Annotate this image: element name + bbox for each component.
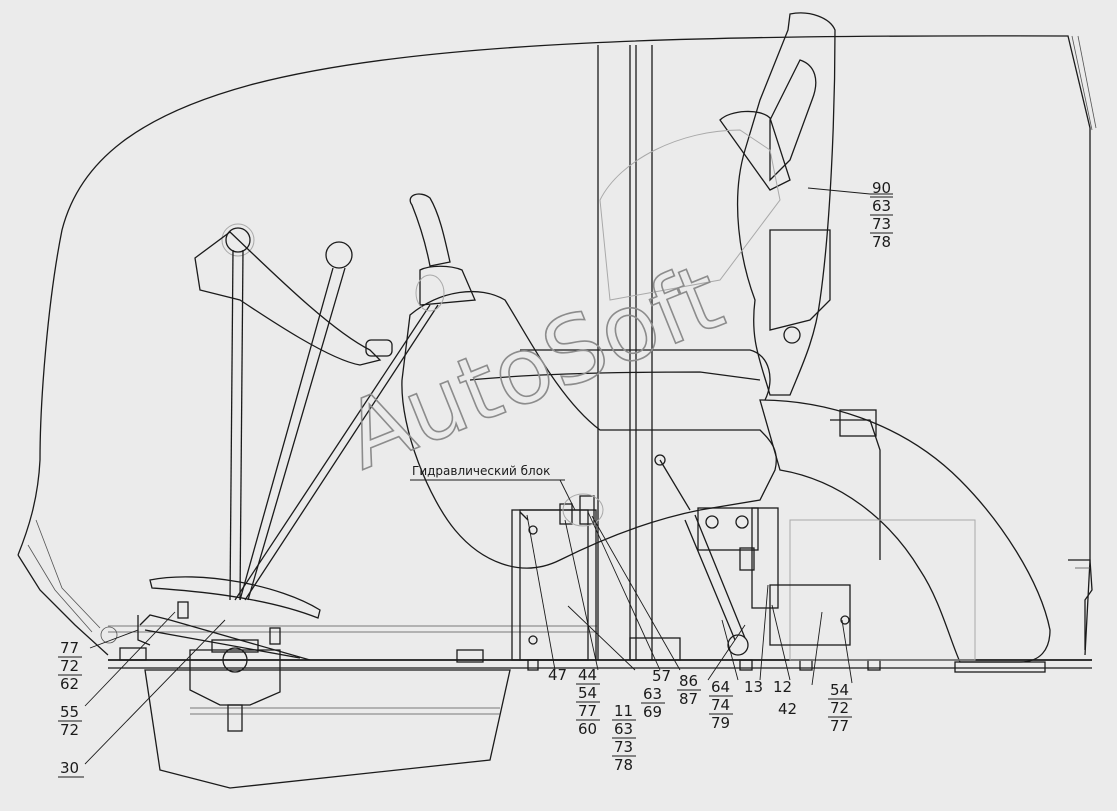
svg-text:11: 11 bbox=[614, 702, 633, 720]
svg-text:63: 63 bbox=[643, 685, 662, 703]
svg-text:78: 78 bbox=[872, 233, 891, 251]
seat bbox=[599, 12, 1051, 663]
svg-text:77: 77 bbox=[60, 639, 79, 657]
label-57: 57 bbox=[652, 667, 671, 685]
svg-text:63: 63 bbox=[614, 720, 633, 738]
svg-text:63: 63 bbox=[872, 197, 891, 215]
svg-text:77: 77 bbox=[578, 702, 597, 720]
svg-text:54: 54 bbox=[578, 684, 597, 702]
svg-text:69: 69 bbox=[643, 703, 662, 721]
svg-text:73: 73 bbox=[872, 215, 891, 233]
svg-text:77: 77 bbox=[830, 717, 849, 735]
label-13: 13 bbox=[744, 678, 763, 696]
svg-text:13: 13 bbox=[744, 678, 763, 696]
svg-text:30: 30 bbox=[60, 759, 79, 777]
svg-text:62: 62 bbox=[60, 675, 79, 693]
label-64-group: 64 74 79 bbox=[709, 678, 733, 732]
svg-text:54: 54 bbox=[830, 681, 849, 699]
label-47: 47 bbox=[548, 666, 567, 684]
svg-text:78: 78 bbox=[614, 756, 633, 774]
svg-text:79: 79 bbox=[711, 714, 730, 732]
svg-text:Гидравлический блок: Гидравлический блок bbox=[412, 464, 550, 478]
cab-pillars bbox=[597, 45, 653, 660]
svg-text:86: 86 bbox=[679, 672, 698, 690]
caption-hydraulic-block: Гидравлический блок bbox=[410, 464, 576, 511]
label-55-group: 55 72 bbox=[58, 703, 82, 739]
svg-text:47: 47 bbox=[548, 666, 567, 684]
label-86-group: 86 87 bbox=[677, 672, 701, 708]
label-54-group: 54 72 77 bbox=[828, 681, 852, 735]
svg-text:74: 74 bbox=[711, 696, 730, 714]
control-console bbox=[194, 193, 777, 569]
pedal-assembly bbox=[100, 576, 321, 732]
cab-outline bbox=[17, 35, 1097, 656]
label-44-group: 44 54 77 60 bbox=[576, 666, 600, 738]
label-11-group: 11 63 73 78 bbox=[612, 702, 636, 774]
hydraulic-block bbox=[511, 454, 851, 661]
label-42: 42 bbox=[778, 700, 797, 718]
svg-text:57: 57 bbox=[652, 667, 671, 685]
svg-text:72: 72 bbox=[60, 721, 79, 739]
svg-text:73: 73 bbox=[614, 738, 633, 756]
svg-text:64: 64 bbox=[711, 678, 730, 696]
svg-text:72: 72 bbox=[60, 657, 79, 675]
label-30: 30 bbox=[58, 759, 84, 778]
svg-text:60: 60 bbox=[578, 720, 597, 738]
svg-text:12: 12 bbox=[773, 678, 792, 696]
leader-lines bbox=[84, 187, 893, 765]
control-levers bbox=[221, 223, 439, 601]
svg-text:55: 55 bbox=[60, 703, 79, 721]
svg-text:90: 90 bbox=[872, 179, 891, 197]
label-77-group: 77 72 62 bbox=[58, 639, 82, 693]
svg-text:72: 72 bbox=[830, 699, 849, 717]
svg-text:44: 44 bbox=[578, 666, 597, 684]
label-63-group: 63 69 bbox=[641, 685, 665, 721]
label-90-group: 90 63 73 78 bbox=[870, 179, 893, 251]
svg-text:42: 42 bbox=[778, 700, 797, 718]
watermark: AutoSoft bbox=[330, 243, 736, 490]
svg-text:87: 87 bbox=[679, 690, 698, 708]
label-12: 12 bbox=[773, 678, 792, 696]
